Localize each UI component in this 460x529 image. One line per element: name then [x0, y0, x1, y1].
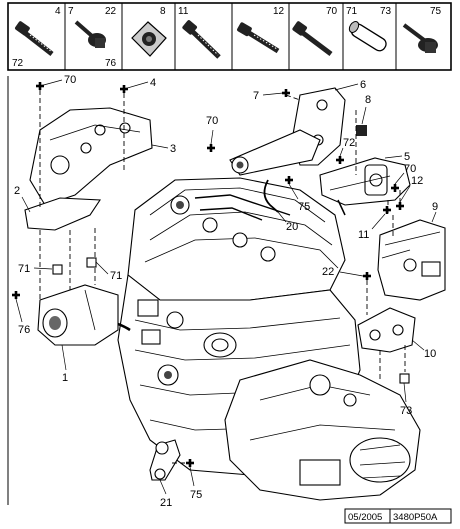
fastener-panel: 4 72 7 22 76 8 11 12 — [7, 2, 452, 71]
callout-8: 8 — [365, 94, 371, 106]
cross-marker — [336, 156, 344, 164]
footer: 05/2005 3480P50A — [344, 508, 452, 524]
cross-marker — [12, 291, 20, 299]
cell-label: 73 — [380, 6, 392, 17]
square-nut-icon — [131, 21, 167, 57]
torque-link-assembly — [229, 87, 411, 216]
callout-70: 70 — [404, 163, 416, 175]
cross-marker — [383, 206, 391, 214]
callout-4: 4 — [150, 77, 156, 89]
callout-72: 72 — [343, 137, 355, 149]
callout-22: 22 — [322, 266, 334, 278]
cross-marker — [391, 184, 399, 192]
rubber-stop-icon — [348, 20, 387, 52]
callout-7: 7 — [253, 90, 259, 102]
footer-reference: 3480P50A — [393, 512, 438, 523]
callout-1: 1 — [62, 372, 68, 384]
cell-label: 76 — [105, 58, 117, 69]
left-engine-mount — [24, 90, 153, 346]
cross-marker — [285, 176, 293, 184]
callout-75: 75 — [190, 489, 202, 501]
callout-71: 71 — [110, 270, 122, 282]
callout-21: 21 — [160, 497, 172, 509]
callout-6: 6 — [360, 79, 366, 91]
callout-5: 5 — [404, 151, 410, 163]
callouts: 70 4 3 2 71 71 76 1 70 7 6 8 72 — [14, 74, 438, 509]
bolt-icon — [15, 21, 54, 56]
callout-76: 76 — [18, 324, 30, 336]
bolt-icon — [237, 22, 280, 54]
cross-marker — [396, 202, 404, 210]
flange-bolt-icon — [402, 23, 438, 53]
callout-10: 10 — [424, 348, 436, 360]
lower-torque-link — [149, 439, 185, 481]
cell-label: 4 — [55, 6, 61, 17]
cell-label: 12 — [273, 6, 285, 17]
callout-2: 2 — [14, 185, 20, 197]
cell-label: 8 — [160, 6, 166, 17]
cross-marker — [282, 89, 290, 97]
callout-20: 20 — [286, 221, 298, 233]
cell-label: 72 — [12, 58, 24, 69]
cell-label: 70 — [326, 6, 338, 17]
flange-bolt-icon — [74, 20, 106, 48]
callout-73: 73 — [400, 405, 412, 417]
callout-11: 11 — [358, 229, 369, 241]
cross-marker — [207, 144, 215, 152]
cell-label: 75 — [430, 6, 442, 17]
cell-label: 7 — [68, 6, 74, 17]
cell-label: 11 — [178, 6, 189, 17]
bolt-icon — [182, 20, 221, 59]
right-engine-mount — [357, 215, 446, 384]
callout-3: 3 — [170, 143, 176, 155]
footer-date: 05/2005 — [348, 512, 382, 523]
bolt-icon — [292, 21, 333, 56]
callout-9: 9 — [432, 201, 438, 213]
callout-12: 12 — [411, 175, 423, 187]
callout-75: 75 — [298, 201, 310, 213]
callout-71: 71 — [18, 263, 30, 275]
fastener-markers — [12, 82, 404, 467]
cross-marker — [363, 272, 371, 280]
callout-70: 70 — [64, 74, 76, 86]
cell-label: 71 — [346, 6, 358, 17]
callout-70: 70 — [206, 115, 218, 127]
cell-label: 22 — [105, 6, 117, 17]
cross-marker — [186, 459, 194, 467]
engine-block — [94, 177, 421, 501]
